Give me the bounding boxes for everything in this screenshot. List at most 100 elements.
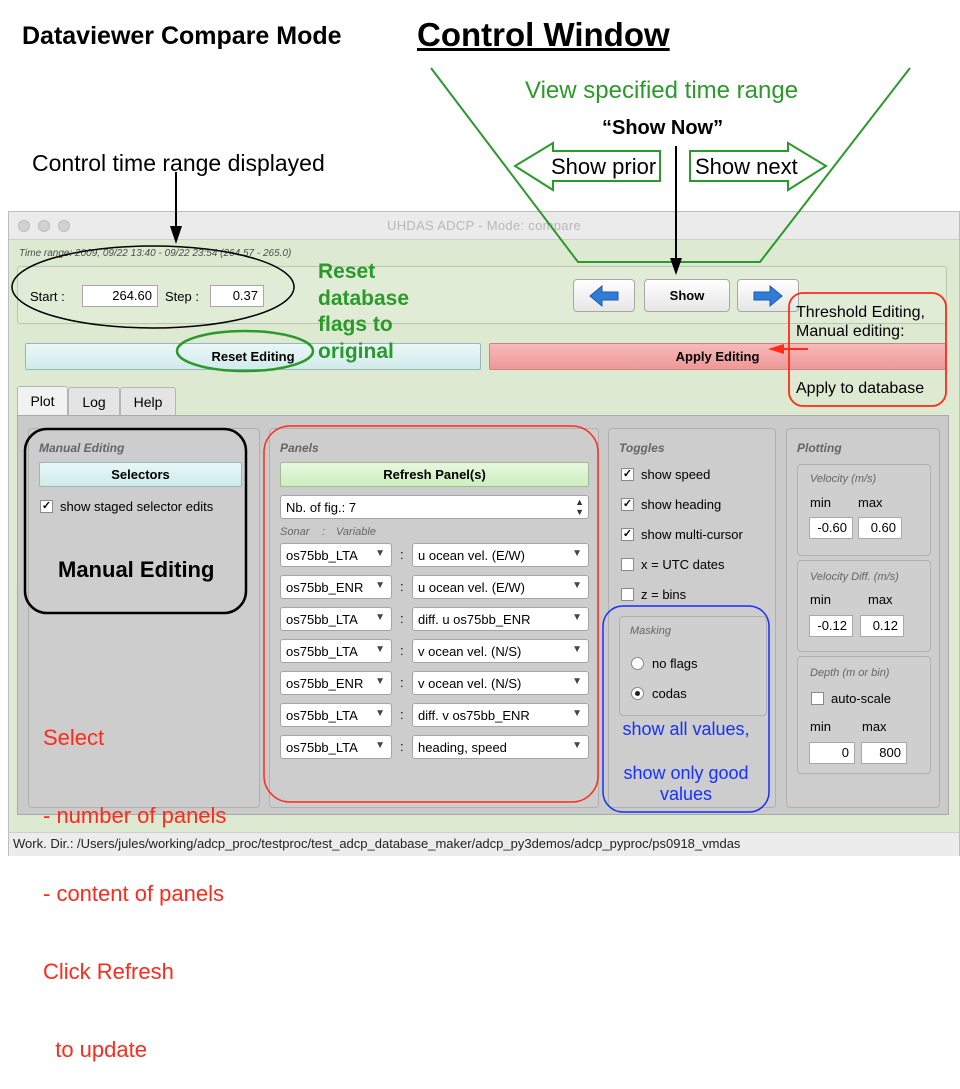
sonar-value: os75bb_ENR: [286, 676, 364, 691]
velocity-max-field[interactable]: 0.60: [858, 517, 902, 539]
show-button[interactable]: Show: [644, 279, 730, 312]
sonar-value: os75bb_LTA: [286, 644, 358, 659]
reset-db-line-4: original: [318, 339, 394, 363]
sonar-value: os75bb_LTA: [286, 612, 358, 627]
diff-max-field[interactable]: 0.12: [860, 615, 904, 637]
sonar-select[interactable]: os75bb_ENR▼: [280, 671, 392, 695]
masking-label: no flags: [652, 656, 698, 671]
velocity-diff-group: Velocity Diff. (m/s) min max -0.12 0.12: [797, 560, 931, 652]
diff-min-label: min: [810, 592, 831, 607]
depth-max-field[interactable]: 800: [861, 742, 907, 764]
masking-radio[interactable]: [631, 687, 644, 700]
sonar-select[interactable]: os75bb_ENR▼: [280, 575, 392, 599]
show-now-annotation: “Show Now”: [602, 117, 724, 139]
select-line-3: - content of panels: [43, 881, 225, 906]
masking-label: codas: [652, 686, 687, 701]
chevron-down-icon: ▼: [572, 612, 582, 623]
chevron-down-icon: ▼: [375, 548, 385, 559]
sonar-select[interactable]: os75bb_LTA▼: [280, 607, 392, 631]
apply-editing-button[interactable]: Apply Editing: [489, 343, 946, 370]
velocity-max-label: max: [858, 495, 883, 510]
reset-db-line-1: Reset: [318, 260, 376, 283]
tab-plot[interactable]: Plot: [17, 386, 68, 416]
threshold-line-2: Manual editing:: [796, 323, 905, 340]
close-light-icon[interactable]: [18, 220, 30, 232]
control-time-annotation: Control time range displayed: [32, 150, 325, 176]
variable-value: heading, speed: [418, 740, 507, 755]
variable-select[interactable]: v ocean vel. (N/S)▼: [412, 671, 589, 695]
chevron-down-icon: ▼: [572, 740, 582, 751]
row-separator: :: [400, 643, 404, 658]
window-titlebar: UHDAS ADCP - Mode: compare: [9, 212, 959, 240]
manual-editing-title: Manual Editing: [39, 441, 125, 455]
autoscale-label: auto-scale: [831, 691, 891, 706]
plot-tab-content: Manual Editing Selectors ✓ show staged s…: [17, 415, 949, 815]
time-control-box: Start : 264.60 Step : 0.37 Show: [17, 266, 947, 324]
row-separator: :: [400, 547, 404, 562]
show-prior-annotation: Show prior: [551, 154, 657, 179]
show-prior-button[interactable]: [573, 279, 635, 312]
show-staged-checkbox[interactable]: ✓: [40, 500, 53, 513]
tab-help[interactable]: Help: [120, 387, 176, 415]
panels-group: Panels Refresh Panel(s) Nb. of fig.: 7 ▲…: [269, 428, 599, 808]
window-title: UHDAS ADCP - Mode: compare: [387, 218, 581, 233]
start-step-ellipse: [11, 245, 295, 329]
sonar-variable-sep: :: [322, 526, 326, 538]
show-now-funnel-outline: [430, 67, 911, 263]
start-field[interactable]: 264.60: [82, 285, 158, 307]
sonar-select[interactable]: os75bb_LTA▼: [280, 543, 392, 567]
chevron-down-icon: ▼: [572, 708, 582, 719]
plotting-title: Plotting: [797, 441, 842, 455]
variable-value: v ocean vel. (N/S): [418, 644, 522, 659]
autoscale-checkbox[interactable]: [811, 692, 824, 705]
sonar-select[interactable]: os75bb_LTA▼: [280, 639, 392, 663]
variable-select[interactable]: v ocean vel. (N/S) ▼: [412, 639, 589, 663]
step-field[interactable]: 0.37: [210, 285, 264, 307]
show-prior-arrow: [513, 141, 661, 192]
refresh-panels-button[interactable]: Refresh Panel(s): [280, 462, 589, 487]
variable-select[interactable]: u ocean vel. (E/W)▼: [412, 575, 589, 599]
variable-select[interactable]: heading, speed ▼: [412, 735, 589, 759]
minimize-light-icon[interactable]: [38, 220, 50, 232]
show-good-line-2: values: [659, 784, 713, 804]
toggles-title: Toggles: [619, 441, 665, 455]
variable-select[interactable]: diff. v os75bb_ENR▼: [412, 703, 589, 727]
depth-group: Depth (m or bin) auto-scale min max 0 80…: [797, 656, 931, 774]
diff-min-field[interactable]: -0.12: [809, 615, 853, 637]
chevron-down-icon: ▼: [375, 580, 385, 591]
start-label: Start :: [30, 289, 65, 304]
tab-log[interactable]: Log: [68, 387, 120, 415]
toggle-checkbox[interactable]: [621, 588, 634, 601]
sonar-value: os75bb_LTA: [286, 708, 358, 723]
reset-db-line-3: flags to: [318, 313, 393, 336]
toggle-checkbox[interactable]: ✓: [621, 468, 634, 481]
apply-pointer-head: [768, 344, 784, 354]
select-line-4: Click Refresh: [43, 959, 174, 984]
row-separator: :: [400, 611, 404, 626]
annotation-overlay: [11, 67, 947, 813]
sonar-select[interactable]: os75bb_LTA▼: [280, 703, 392, 727]
velocity-min-field[interactable]: -0.60: [809, 517, 853, 539]
threshold-annotation: Threshold Editing, Manual editing:: [796, 303, 925, 341]
toggle-checkbox[interactable]: ✓: [621, 528, 634, 541]
main-title: Dataviewer Compare Mode: [22, 22, 342, 50]
nb-fig-spinner[interactable]: Nb. of fig.: 7 ▲▼: [280, 495, 589, 519]
depth-min-field[interactable]: 0: [809, 742, 855, 764]
toggle-checkbox[interactable]: ✓: [621, 498, 634, 511]
reset-editing-button[interactable]: Reset Editing: [25, 343, 481, 370]
toggle-checkbox[interactable]: [621, 558, 634, 571]
spinner-updown-icon[interactable]: ▲▼: [575, 497, 584, 517]
selectors-button[interactable]: Selectors: [39, 462, 242, 487]
sonar-header: Sonar: [280, 526, 310, 538]
toggle-label: show heading: [641, 497, 722, 512]
velocity-title: Velocity (m/s): [810, 473, 877, 485]
variable-select[interactable]: diff. u os75bb_ENR▼: [412, 607, 589, 631]
sonar-select[interactable]: os75bb_LTA▼: [280, 735, 392, 759]
masking-radio[interactable]: [631, 657, 644, 670]
zoom-light-icon[interactable]: [58, 220, 70, 232]
variable-select[interactable]: u ocean vel. (E/W)▼: [412, 543, 589, 567]
chevron-down-icon: ▼: [572, 644, 582, 655]
masking-highlight: [602, 605, 770, 813]
reset-editing-ellipse: [175, 329, 315, 373]
